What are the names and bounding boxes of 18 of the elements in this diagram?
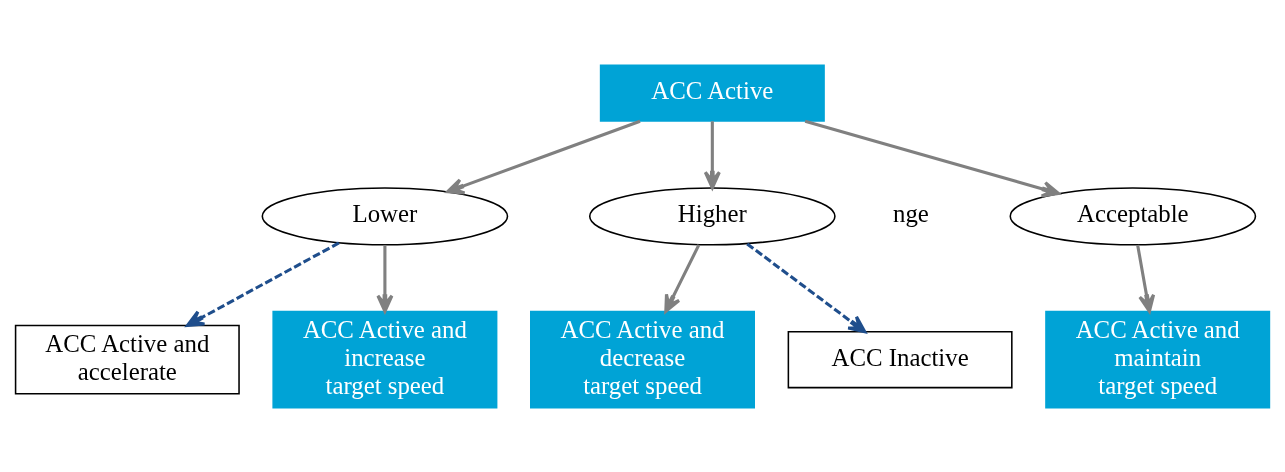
node-box: ACC Active and accelerate bbox=[14, 324, 240, 395]
arrow bbox=[804, 119, 1061, 198]
arrow bbox=[446, 119, 641, 195]
node-ellipse: Higher bbox=[588, 186, 836, 245]
node-box: ACC Active and maintain target speed bbox=[1045, 310, 1271, 409]
arrow bbox=[664, 243, 701, 313]
node-box: ACC Active bbox=[599, 63, 825, 122]
arrow bbox=[376, 244, 394, 313]
arrow bbox=[703, 120, 721, 189]
node-ellipse: Acceptable bbox=[1009, 186, 1257, 245]
arrow bbox=[185, 241, 340, 327]
node-box: ACC Inactive bbox=[787, 330, 1013, 388]
node-box: ACC Active and increase target speed bbox=[272, 310, 498, 409]
arrow bbox=[746, 242, 867, 333]
node-box: ACC Active and decrease target speed bbox=[530, 310, 755, 409]
label: nge bbox=[893, 199, 929, 227]
arrow bbox=[1136, 244, 1156, 313]
node-ellipse: Lower bbox=[261, 186, 509, 245]
